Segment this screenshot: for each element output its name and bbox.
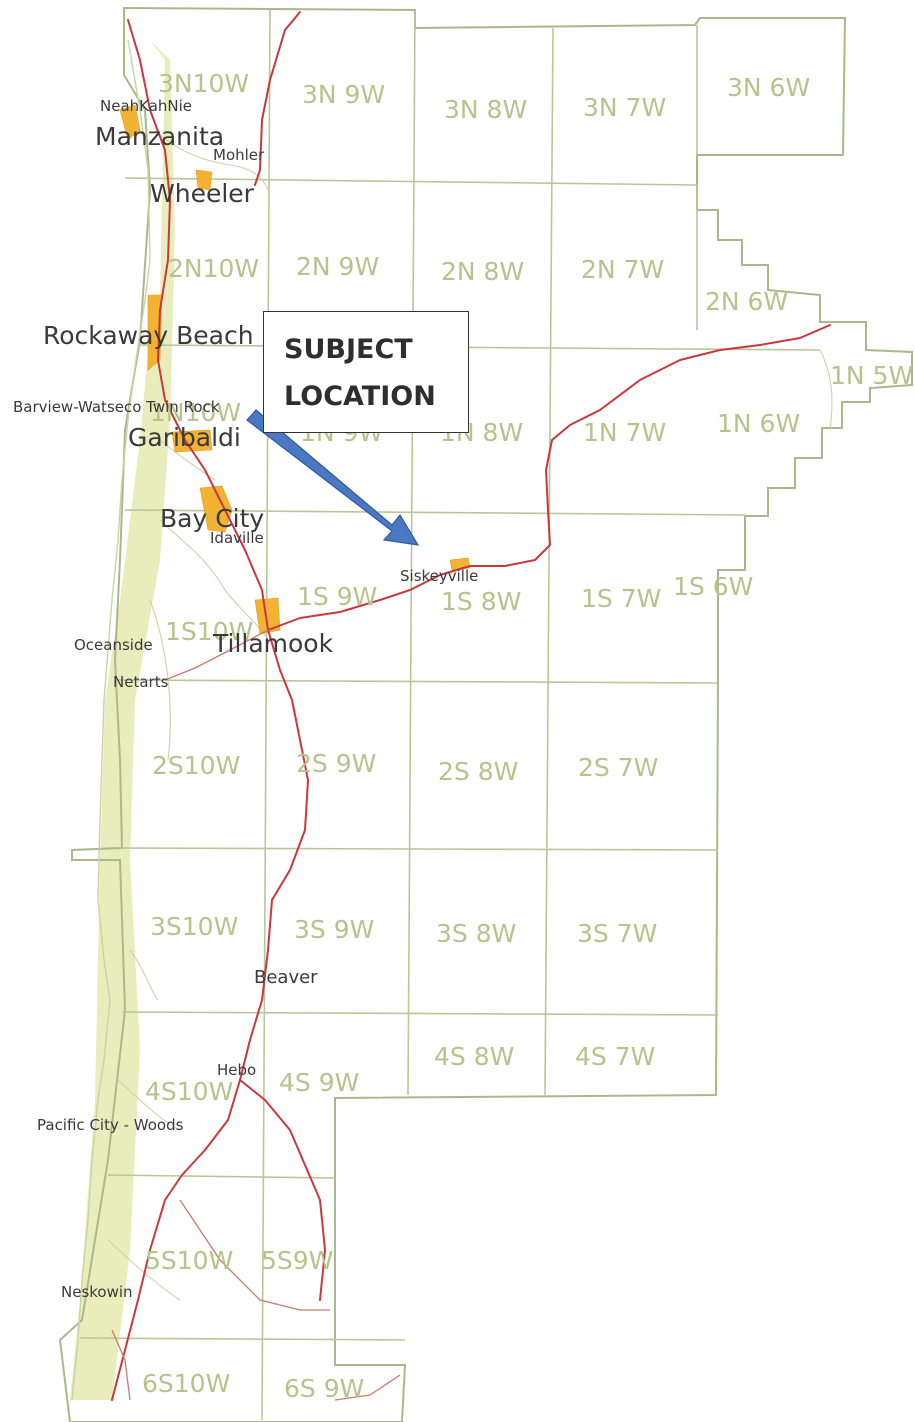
- coastline: [71, 39, 151, 1401]
- town-label: Pacific City - Woods: [37, 1116, 184, 1134]
- town-label: Mohler: [213, 146, 265, 164]
- town-label: Garibaldi: [128, 423, 241, 452]
- highway-101: [111, 19, 309, 1401]
- town-label: NeahKahNie: [100, 97, 192, 115]
- twp-label: 2S 7W: [578, 753, 658, 782]
- twp-label: 1N 5W: [830, 361, 913, 390]
- twp-label: 3S 8W: [436, 919, 516, 948]
- twp-label: 2S10W: [152, 751, 240, 780]
- town-label: Siskeyville: [400, 567, 478, 585]
- twp-label: 3N10W: [158, 69, 249, 98]
- twp-label: 2N10W: [168, 254, 259, 283]
- twp-label: 2N 9W: [296, 252, 379, 281]
- twp-label: 2S 8W: [438, 757, 518, 786]
- twp-label: 4S 8W: [434, 1042, 514, 1071]
- creek-2: [159, 519, 269, 641]
- roads: [111, 11, 831, 1401]
- town-label: Idaville: [210, 529, 264, 547]
- subject-location-callout: SUBJECT LOCATION: [263, 311, 469, 433]
- creek-6: [117, 1079, 181, 1131]
- twp-label: 4S 7W: [575, 1042, 655, 1071]
- hydrography: [71, 39, 833, 1401]
- grid-h-4: [117, 679, 719, 684]
- road-netarts: [164, 629, 269, 681]
- creek-7: [107, 1239, 181, 1301]
- twp-label: 3S 9W: [294, 915, 374, 944]
- twp-label: 3S 7W: [577, 919, 657, 948]
- grid-v-3: [544, 27, 554, 1096]
- town-label: Tillamook: [212, 629, 334, 658]
- coastal-zone: [70, 40, 175, 1400]
- twp-label: 1N10W: [150, 398, 241, 427]
- twp-label: 4S 9W: [279, 1068, 359, 1097]
- city-manzanita: [119, 104, 141, 141]
- grid-v-1: [261, 9, 271, 1421]
- city-baycity: [199, 485, 233, 533]
- twp-label: 4S10W: [145, 1077, 233, 1106]
- town-label: Oceanside: [74, 636, 153, 654]
- twp-label: 3N 6W: [727, 73, 810, 102]
- twp-label: 2N 7W: [581, 255, 664, 284]
- callout-line-2: LOCATION: [284, 381, 436, 412]
- town-label: Bay City: [160, 504, 264, 533]
- twp-label: 3N 9W: [302, 80, 385, 109]
- road-neskowin: [111, 1329, 131, 1401]
- twp-label: 2S 9W: [296, 749, 376, 778]
- town-label: Netarts: [113, 673, 169, 691]
- twp-label: 1S 7W: [581, 584, 661, 613]
- grid-h-2: [139, 344, 821, 351]
- twp-label: 1N 6W: [717, 409, 800, 438]
- twp-label: 1S 8W: [441, 587, 521, 616]
- twp-label: 6S 9W: [284, 1374, 364, 1403]
- creek-4: [129, 949, 159, 1001]
- creek-5: [159, 439, 216, 481]
- town-label: Beaver: [254, 967, 318, 988]
- twp-label: 6S10W: [142, 1369, 230, 1398]
- grid-h-7: [107, 1174, 336, 1179]
- city-wheeler: [195, 169, 213, 191]
- town-label: Hebo: [217, 1061, 256, 1079]
- town-label: Neskowin: [61, 1283, 133, 1301]
- twp-label: 1S10W: [165, 617, 253, 646]
- twp-label: 5S10W: [145, 1246, 233, 1275]
- twp-label: 3S10W: [150, 912, 238, 941]
- twp-label: 5S9W: [261, 1246, 333, 1275]
- city-tillamook: [254, 597, 281, 635]
- town-labels: NeahKahNie Manzanita Mohler Wheeler Rock…: [13, 97, 478, 1301]
- callout-line-1: SUBJECT: [284, 334, 413, 365]
- town-label: Manzanita: [95, 122, 224, 151]
- highway-6: [267, 324, 831, 631]
- creek-8: [819, 349, 833, 431]
- creek-3: [149, 599, 171, 761]
- road-hebo-east: [239, 1079, 326, 1301]
- twp-label: 2N 6W: [705, 287, 788, 316]
- twp-label: 3N 8W: [444, 95, 527, 124]
- grid-v-2: [407, 9, 416, 1096]
- road-south-loop: [179, 1199, 330, 1311]
- twp-label: 1N 7W: [583, 418, 666, 447]
- grid-h-1: [124, 177, 698, 186]
- grid-h-6: [121, 1011, 719, 1016]
- township-grid: [58, 6, 913, 1422]
- county-boundary: [58, 6, 913, 1422]
- road-6s9w: [334, 1374, 401, 1401]
- grid-h-5: [119, 847, 719, 851]
- twp-label: 2N 8W: [441, 257, 524, 286]
- highway-north: [254, 11, 301, 186]
- twp-label: 1S 6W: [673, 572, 753, 601]
- grid-h-8: [79, 1337, 406, 1341]
- twp-label: 1S 9W: [297, 582, 377, 611]
- town-label: Rockaway Beach: [43, 321, 254, 350]
- township-labels: 3N10W 3N 9W 3N 8W 3N 7W 3N 6W 2N10W 2N 9…: [142, 69, 913, 1403]
- town-label: Wheeler: [150, 179, 255, 208]
- creek-1: [154, 129, 269, 191]
- twp-label: 3N 7W: [583, 93, 666, 122]
- town-label: Barview-Watseco Twin Rock: [13, 398, 220, 416]
